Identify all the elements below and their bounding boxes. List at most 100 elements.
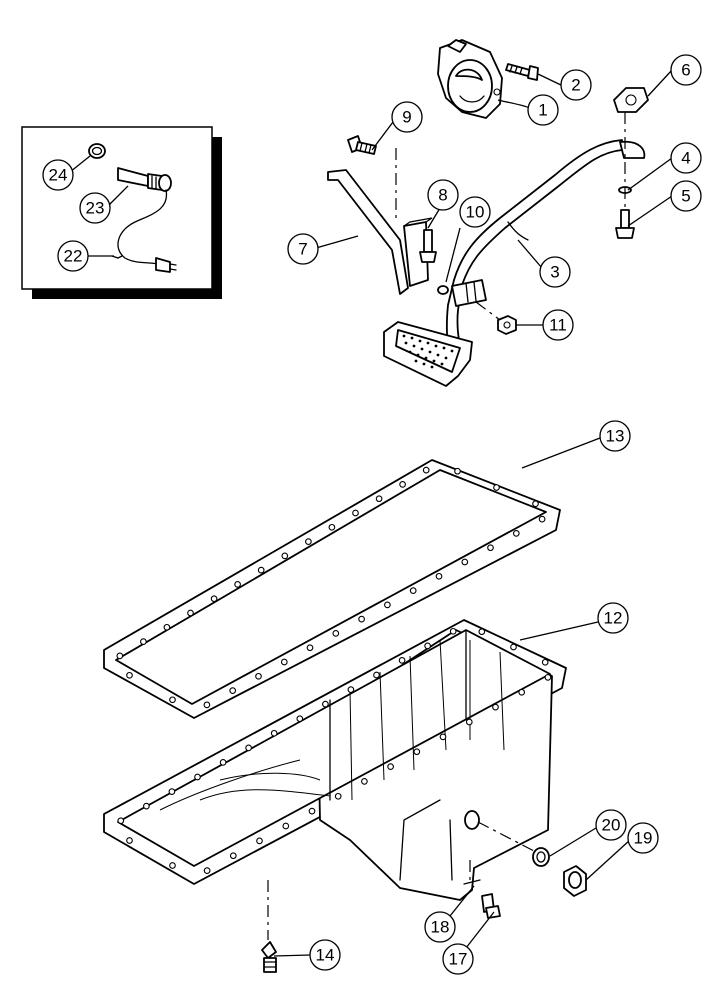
gasket-bolt-hole (163, 623, 171, 631)
callout-9: 9 (391, 101, 423, 133)
nut-11 (497, 315, 517, 335)
callout-19-label: 19 (634, 829, 653, 848)
callout-12-label: 12 (604, 609, 623, 628)
callout-1-label: 1 (538, 101, 547, 120)
gasket-bolt-hole (255, 672, 262, 680)
gasket-bolt-hole (384, 601, 391, 609)
callout-17-label: 17 (449, 950, 468, 969)
pan-bolt-hole (424, 642, 431, 650)
pan-bolt-hole (398, 657, 406, 664)
gasket-bolt-hole (532, 500, 539, 508)
gasket-bolt-hole (257, 566, 265, 574)
callout-13-label: 13 (606, 427, 625, 446)
gasket-bolt-hole (169, 696, 176, 704)
callout-4: 4 (670, 142, 702, 174)
drain-plug-19 (563, 865, 587, 897)
gasket-bolt-hole (187, 609, 194, 617)
callout-5: 5 (670, 180, 702, 212)
gasket-bolt-hole (352, 509, 359, 517)
callout-17: 17 (442, 943, 474, 975)
pan-bolt-hole (492, 703, 499, 711)
callout-24: 24 (42, 159, 74, 191)
pan-bolt-hole (282, 822, 290, 830)
pan-bolt-hole (219, 759, 227, 766)
bracket-7 (327, 169, 433, 295)
callout-6: 6 (670, 54, 702, 86)
callout-7-label: 7 (298, 240, 307, 259)
sensor-23 (117, 167, 172, 192)
gasket-bolt-hole (332, 630, 340, 637)
gasket-bolt-hole (487, 544, 494, 552)
callout-11: 11 (542, 309, 574, 341)
gasket-bolt-hole (126, 671, 133, 679)
callout-22: 22 (57, 240, 89, 272)
gasket-bolt-hole (229, 687, 237, 694)
gasket-bolt-hole (358, 615, 365, 623)
drain-boss (464, 810, 480, 830)
gasket-bolt-hole (280, 658, 288, 666)
callout-24-label: 24 (49, 166, 68, 185)
callout-14-label: 14 (316, 946, 335, 965)
bolt-14 (261, 880, 277, 973)
pan-bolt-hole (203, 867, 211, 874)
gasket-bolt-hole (538, 515, 546, 523)
pan-bolt-hole (256, 837, 263, 845)
pan-bolt-hole (373, 671, 380, 679)
callout-3: 3 (539, 256, 571, 288)
pan-bolt-hole (478, 628, 486, 636)
callout-22-label: 22 (64, 247, 83, 266)
callout-1: 1 (527, 94, 559, 126)
gasket-bolt-hole (234, 581, 241, 588)
callout-19: 19 (627, 822, 659, 854)
pan-bolt-hole (322, 700, 329, 708)
alignment-line-11 (475, 301, 501, 321)
gasket-bolt-hole (435, 572, 443, 580)
pickup-screen (383, 321, 473, 387)
pan-bolt-hole (518, 688, 526, 696)
gasket-bolt-hole (512, 530, 520, 537)
callout-11-label: 11 (549, 316, 567, 335)
gasket-bolt-hole (461, 558, 469, 566)
bolt-5 (615, 209, 635, 239)
pan-bolt-hole (168, 788, 176, 795)
pan-bolt-hole (245, 744, 252, 752)
gasket-bolt-hole (422, 466, 430, 474)
pan-bolt-hole (387, 763, 394, 770)
gasket-6 (613, 87, 649, 113)
pan-bolt-hole (334, 792, 342, 800)
callout-2: 2 (560, 69, 592, 101)
callout-5-label: 5 (681, 187, 690, 206)
bolt-9 (347, 135, 377, 155)
callout-4-label: 4 (681, 149, 690, 168)
gasket-bolt-hole (493, 484, 500, 491)
callout-8: 8 (427, 179, 459, 211)
pan-bolt-hole (361, 778, 368, 785)
oil-pump-1 (437, 39, 503, 119)
pan-bolt-hole (541, 658, 549, 666)
pan-bolt-hole (449, 627, 457, 635)
callout-10-label: 10 (466, 203, 485, 222)
pan-bolt-hole (143, 802, 150, 810)
gasket-18 (463, 879, 481, 885)
leader-lines (69, 69, 673, 957)
callout-13: 13 (599, 420, 631, 452)
callout-6-label: 6 (681, 61, 690, 80)
callout-23: 23 (79, 192, 111, 224)
pan-bolt-hole (413, 748, 421, 756)
callout-20-label: 20 (602, 816, 621, 835)
gasket-bolt-hole (409, 587, 417, 594)
o-ring-24 (88, 143, 106, 159)
callout-8-label: 8 (438, 186, 447, 205)
alignment-line-19 (477, 821, 537, 853)
pan-bolt-hole (439, 733, 447, 741)
bolt-8 (419, 229, 437, 263)
inset-box (21, 126, 222, 299)
bolt-2 (505, 63, 539, 81)
gasket-bolt-hole (305, 538, 312, 545)
pan-bolt-hole (126, 837, 133, 844)
pan-bolt-hole (169, 862, 176, 869)
wiring-harness-22 (117, 189, 177, 273)
gasket-bolt-hole (306, 644, 314, 652)
gasket-bolt-hole (375, 495, 383, 503)
